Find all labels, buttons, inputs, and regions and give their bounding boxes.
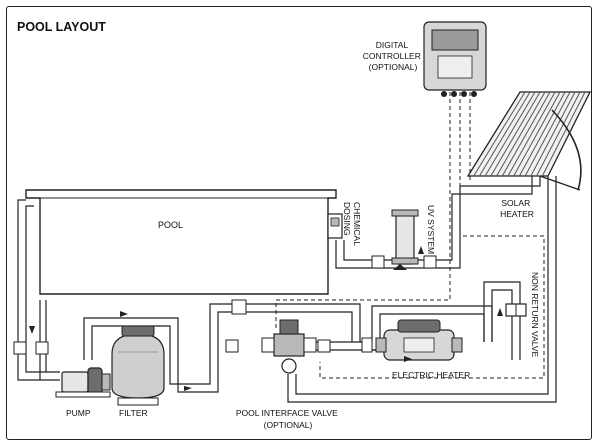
flow-arrow-icon xyxy=(497,308,503,316)
flow-arrows xyxy=(29,246,503,391)
flow-arrow-icon xyxy=(404,356,412,362)
pool-basin xyxy=(25,189,337,295)
non-return-valve-label: NON RETURN VALVE xyxy=(530,272,540,358)
solar-tube xyxy=(536,91,581,177)
chemical-dosing-label-line: CHEMICAL xyxy=(352,202,362,246)
solar-tube xyxy=(530,91,576,177)
flow-arrow-icon xyxy=(418,246,424,254)
pool-interface-valve-label-line: POOL INTERFACE VALVE xyxy=(236,408,338,418)
solar-tube xyxy=(479,91,531,177)
chemical-dosing-label-line: DOSING xyxy=(342,202,352,236)
digital-controller xyxy=(423,21,487,97)
solar-heater-panel xyxy=(466,91,592,191)
solar-tube xyxy=(473,91,526,177)
solar-tube xyxy=(501,91,551,177)
solar-tube xyxy=(496,91,546,177)
digital-controller-label-line: CONTROLLER xyxy=(363,51,421,61)
electric-heater-label: ELECTRIC HEATER xyxy=(392,370,470,380)
pump xyxy=(55,367,111,398)
pool-interface-valve xyxy=(261,319,317,374)
pool-label: POOL xyxy=(158,220,183,230)
solar-heater-label-line: SOLAR xyxy=(501,198,530,208)
pool-interface-valve-label-line: (OPTIONAL) xyxy=(264,420,313,430)
diagram-title: POOL LAYOUT xyxy=(17,20,106,34)
uv-system xyxy=(391,209,419,265)
pump-label: PUMP xyxy=(66,408,91,418)
non-return-valve xyxy=(505,303,527,317)
flow-arrow-icon xyxy=(184,386,192,391)
diagram-border xyxy=(6,6,592,440)
flow-arrow-icon xyxy=(393,264,407,270)
filter-label: FILTER xyxy=(119,408,148,418)
digital-controller-label-line: (OPTIONAL) xyxy=(369,62,418,72)
solar-heater-label-line: HEATER xyxy=(500,209,534,219)
solar-tube xyxy=(507,91,556,177)
solar-tube xyxy=(490,91,541,177)
solar-tube xyxy=(518,91,566,177)
solar-heater-label: SOLAR HEATER xyxy=(500,198,534,219)
pipe-network xyxy=(17,176,557,403)
control-wiring xyxy=(275,92,545,379)
digital-controller-label: DIGITAL CONTROLLER (OPTIONAL) xyxy=(363,40,423,72)
solar-tube xyxy=(524,91,571,177)
solar-tube xyxy=(513,91,561,177)
solar-tube xyxy=(541,91,586,177)
flow-arrow-icon xyxy=(29,326,35,334)
inline-valves xyxy=(13,255,437,355)
solar-tube xyxy=(484,91,536,177)
uv-system-label: UV SYSTEM xyxy=(426,205,436,254)
chemical-dosing-label: CHEMICAL DOSING xyxy=(342,202,362,248)
pool-interface-valve-label: POOL INTERFACE VALVE (OPTIONAL) xyxy=(236,408,340,430)
sand-filter xyxy=(111,325,165,406)
digital-controller-label-line: DIGITAL xyxy=(376,40,409,50)
flow-arrow-icon xyxy=(120,311,128,317)
electric-heater xyxy=(375,319,463,361)
chemical-dosing-unit xyxy=(327,213,343,239)
